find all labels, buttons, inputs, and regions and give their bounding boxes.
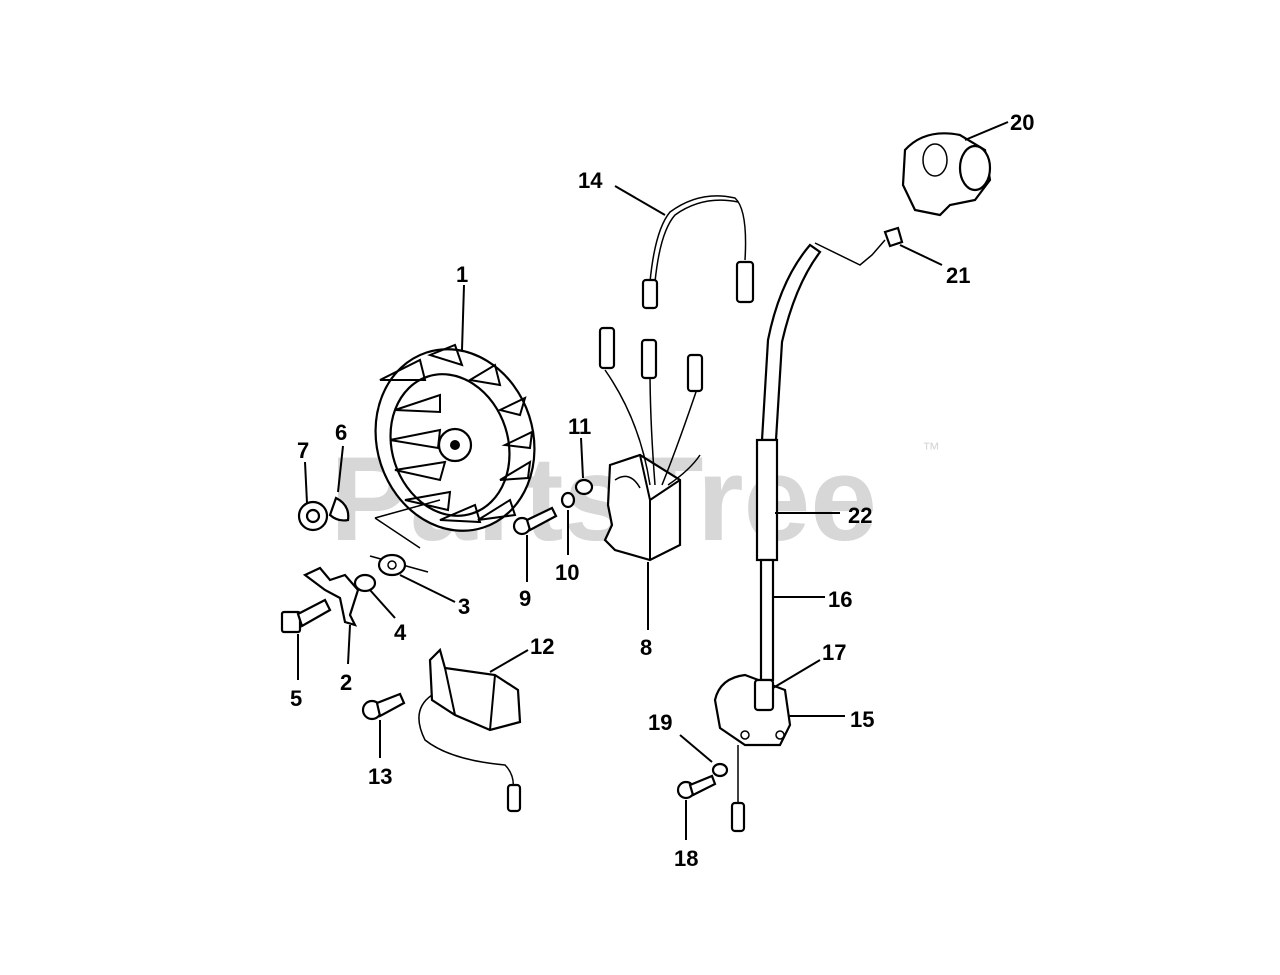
callout-7: 7: [297, 438, 309, 463]
callout-20: 20: [1010, 110, 1034, 135]
callout-10: 10: [555, 560, 579, 585]
coil-lead-terminal: [506, 783, 522, 813]
callout-3: 3: [458, 594, 470, 619]
connector-2: [640, 338, 658, 380]
cover-part: [901, 132, 992, 217]
callout-1: 1: [456, 262, 468, 287]
nut-11-part: [574, 478, 594, 496]
callout-15: 15: [850, 707, 874, 732]
callout-2: 2: [340, 670, 352, 695]
callout-18: 18: [674, 846, 698, 871]
callout-16: 16: [828, 587, 852, 612]
callout-21: 21: [946, 263, 970, 288]
callout-14: 14: [578, 168, 603, 193]
screw-part: [280, 598, 332, 634]
connector-3: [686, 353, 704, 393]
callout-8: 8: [640, 635, 652, 660]
connector-1: [598, 326, 616, 370]
washer-small-part: [353, 573, 377, 593]
cable-end-fitting: [730, 801, 746, 833]
clip-part: [883, 226, 904, 248]
screw-18-part: [676, 774, 717, 800]
callout-6: 6: [335, 420, 347, 445]
bracket-part: [302, 566, 360, 627]
ignition-coil-part: [428, 647, 522, 732]
callout-17: 17: [822, 640, 846, 665]
nut-part: [297, 500, 329, 532]
flywheel-part: [374, 343, 536, 532]
washer-10-part: [560, 491, 576, 509]
screw-9-part: [512, 506, 558, 536]
callout-19: 19: [648, 710, 672, 735]
callout-22: 22: [848, 503, 872, 528]
callout-12: 12: [530, 634, 554, 659]
watermark-trademark: ™: [922, 439, 940, 459]
washer-part: [328, 496, 350, 522]
throttle-cable-part: [755, 243, 822, 682]
callout-4: 4: [394, 620, 407, 645]
wire-harness-part: [641, 195, 755, 310]
callout-5: 5: [290, 686, 302, 711]
ignition-module-part: [603, 453, 682, 562]
callout-9: 9: [519, 586, 531, 611]
cable-housing-part: [713, 673, 792, 747]
screw-13-part: [361, 692, 406, 721]
lock-washer-part: [377, 553, 407, 577]
callout-13: 13: [368, 764, 392, 789]
callout-11: 11: [568, 414, 591, 439]
washer-19-part: [711, 762, 729, 778]
